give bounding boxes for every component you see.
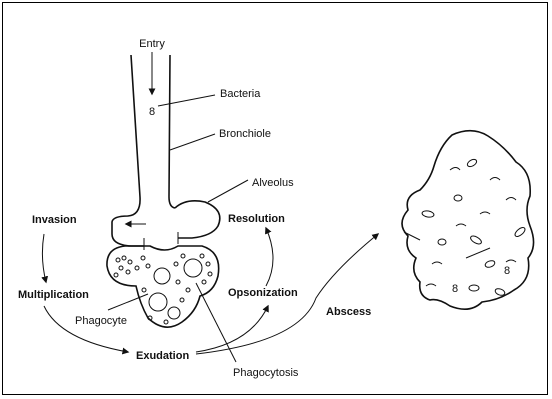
alveolus-sac	[112, 201, 220, 250]
multiplication-label: Multiplication	[18, 289, 89, 301]
phagocyte-label: Phagocyte	[75, 315, 127, 327]
opsonization-label: Opsonization	[228, 287, 298, 299]
abscess-tissue: 8 8	[402, 131, 534, 309]
invasion-label: Invasion	[32, 214, 77, 226]
bronchiole-tube	[112, 55, 175, 234]
alveolus-label: Alveolus	[252, 177, 294, 189]
entry-label: Entry	[139, 38, 165, 50]
phagocytosis-label: Phagocytosis	[233, 367, 299, 379]
exudation-label: Exudation	[136, 350, 189, 362]
entry-pathway: Entry 8	[139, 38, 165, 118]
abscess-label: Abscess	[326, 306, 371, 318]
bacteria-label: Bacteria	[220, 88, 261, 100]
abscess-bacterium-glyph-2: 8	[452, 283, 458, 295]
bacterium-glyph: 8	[149, 106, 155, 118]
bronchiole-label: Bronchiole	[219, 128, 271, 140]
abscess-bacterium-glyph: 8	[504, 265, 510, 277]
resolution-label: Resolution	[228, 213, 285, 225]
